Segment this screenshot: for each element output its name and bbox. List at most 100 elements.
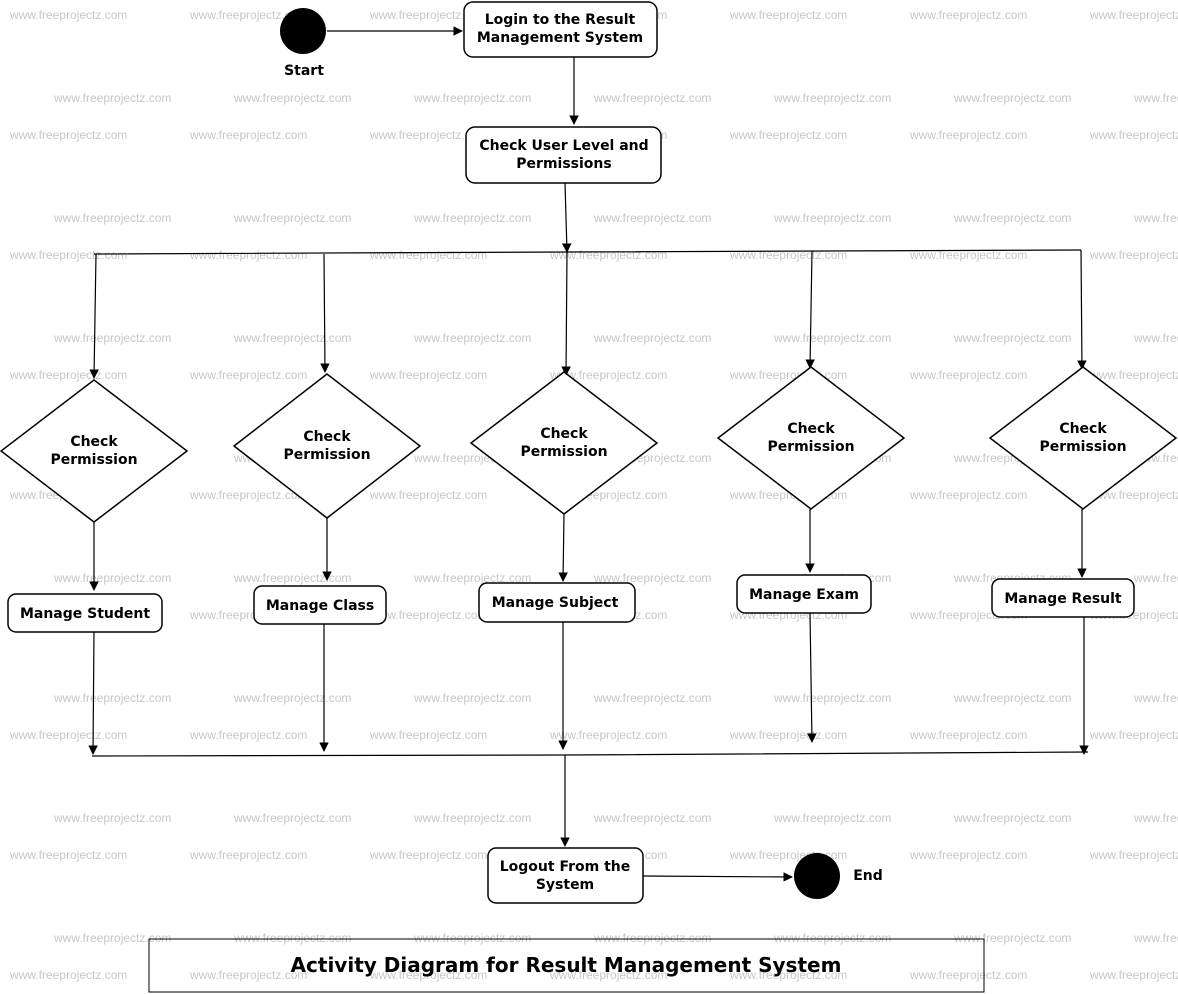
watermark-text: www.freeprojectz.com — [9, 128, 127, 142]
login-activity-line2: Management System — [477, 30, 643, 46]
manage-student-label: Manage Student — [20, 606, 150, 622]
watermark-text: www.freeprojectz.com — [369, 8, 487, 22]
watermark-text: www.freeprojectz.com — [369, 968, 487, 982]
watermark-text: www.freeprojectz.com — [593, 811, 711, 825]
check-permission-4-line2: Permission — [767, 439, 854, 455]
manage-student-activity — [7, 593, 163, 633]
watermark-text: www.freeprojectz.com — [1089, 488, 1178, 502]
manage-class-label: Manage Class — [266, 598, 374, 614]
check-permission-3-line1: Check — [540, 426, 588, 442]
check-permission-diamond-5 — [988, 366, 1178, 510]
manage-result-label: Manage Result — [1004, 591, 1122, 607]
watermark-text: www.freeprojectz.com — [909, 248, 1027, 262]
watermark-text: www.freeprojectz.com — [9, 368, 127, 382]
watermark-text: www.freeprojectz.com — [369, 488, 487, 502]
watermark-text: www.freeprojectz.com — [773, 91, 891, 105]
edge-fork-check4 — [805, 250, 815, 369]
manage-exam-activity — [736, 574, 872, 614]
watermark-text: www.freeprojectz.com — [369, 728, 487, 742]
check-permission-2-line2: Permission — [283, 447, 370, 463]
watermark-text: www.freeprojectz.com — [909, 848, 1027, 862]
watermark-text: www.freeprojectz.com — [9, 848, 127, 862]
watermark-text: www.freeprojectz.com — [729, 248, 847, 262]
check-permission-5-line1: Check — [1059, 421, 1107, 437]
watermark-text: www.freeprojectz.com — [369, 368, 487, 382]
watermark-text: www.freeprojectz.com — [413, 91, 531, 105]
watermark-text: www.freeprojectz.com — [593, 331, 711, 345]
watermark-text: www.freeprojectz.com — [953, 211, 1071, 225]
watermark-text: www.freeprojectz.com — [1089, 968, 1178, 982]
watermark-text: www.freeprojectz.com — [53, 211, 171, 225]
title-box — [148, 938, 985, 993]
watermark-text: www.freeprojectz.com — [953, 331, 1071, 345]
watermark-text: www.freeprojectz.com — [593, 91, 711, 105]
end-node — [794, 853, 840, 899]
watermark-text: www.freeprojectz.com — [53, 931, 171, 945]
watermark-text: www.freeprojectz.com — [233, 331, 351, 345]
edge-fork-check5 — [1077, 249, 1087, 370]
check-user-line2: Permissions — [516, 156, 611, 172]
watermark-text: www.freeprojectz.com — [1089, 728, 1178, 742]
watermark-text: www.freeprojectz.com — [1133, 691, 1178, 705]
watermark-text: www.freeprojectz.com — [233, 211, 351, 225]
edge-fork-check3 — [561, 251, 571, 376]
watermark-text: www.freeprojectz.com — [909, 368, 1027, 382]
edge-student-join — [88, 631, 98, 755]
watermark-text: www.freeprojectz.com — [369, 848, 487, 862]
watermark-text: www.freeprojectz.com — [953, 691, 1071, 705]
edge-checkuser-fork — [561, 182, 572, 253]
watermark-text: www.freeprojectz.com — [413, 211, 531, 225]
join-bar — [91, 751, 1089, 757]
logout-line2: System — [536, 877, 594, 893]
watermark-text: www.freeprojectz.com — [549, 728, 667, 742]
watermark-text: www.freeprojectz.com — [1089, 368, 1178, 382]
watermark-text: www.freeprojectz.com — [233, 91, 351, 105]
watermark-text: www.freeprojectz.com — [549, 968, 667, 982]
manage-subject-label: Manage Subject — [492, 595, 619, 611]
watermark-text: www.freeprojectz.com — [953, 931, 1071, 945]
watermark-text: www.freeprojectz.com — [233, 571, 351, 585]
watermark-text: www.freeprojectz.com — [9, 8, 127, 22]
end-label: End — [853, 868, 883, 884]
edge-fork-check2 — [320, 253, 330, 373]
watermark-text: www.freeprojectz.com — [773, 331, 891, 345]
watermark-text: www.freeprojectz.com — [909, 128, 1027, 142]
diagram-title: Activity Diagram for Result Management S… — [291, 953, 842, 977]
watermark-text: www.freeprojectz.com — [909, 488, 1027, 502]
watermark-text: www.freeprojectz.com — [1133, 931, 1178, 945]
watermark-text: www.freeprojectz.com — [1089, 848, 1178, 862]
check-permission-1-line1: Check — [70, 434, 118, 450]
check-permission-2-line1: Check — [303, 429, 351, 445]
manage-exam-label: Manage Exam — [749, 587, 859, 603]
watermark-text: www.freeprojectz.com — [369, 248, 487, 262]
watermark-text: www.freeprojectz.com — [1133, 211, 1178, 225]
start-node — [280, 8, 326, 54]
watermark-text: www.freeprojectz.com — [53, 331, 171, 345]
check-permission-1-line2: Permission — [50, 452, 137, 468]
edge-check3-subject — [558, 513, 568, 582]
edge-exam-join — [807, 612, 817, 743]
watermark-text: www.freeprojectz.com — [189, 848, 307, 862]
edge-fork-check1 — [89, 253, 99, 379]
check-permission-diamond-4 — [716, 366, 906, 510]
watermark-text: www.freeprojectz.com — [413, 931, 531, 945]
watermark-text: www.freeprojectz.com — [1089, 8, 1178, 22]
watermark-text: www.freeprojectz.com — [369, 128, 487, 142]
start-label: Start — [284, 63, 324, 79]
watermark-text: www.freeprojectz.com — [953, 91, 1071, 105]
watermark-text: www.freeprojectz.com — [773, 691, 891, 705]
watermark-text: www.freeprojectz.com — [593, 211, 711, 225]
check-permission-5-line2: Permission — [1039, 439, 1126, 455]
login-activity — [463, 1, 658, 58]
watermark-text: www.freeprojectz.com — [189, 248, 307, 262]
watermark-text: www.freeprojectz.com — [909, 728, 1027, 742]
watermark-text: www.freeprojectz.com — [1133, 811, 1178, 825]
edge-logout-end — [642, 872, 793, 882]
watermark-text: www.freeprojectz.com — [189, 368, 307, 382]
watermark-text: www.freeprojectz.com — [53, 691, 171, 705]
watermark-text: www.freeprojectz.com — [189, 8, 307, 22]
watermark-text: www.freeprojectz.com — [9, 968, 127, 982]
check-permission-4-line1: Check — [787, 421, 835, 437]
check-user-line1: Check User Level and — [479, 138, 648, 154]
